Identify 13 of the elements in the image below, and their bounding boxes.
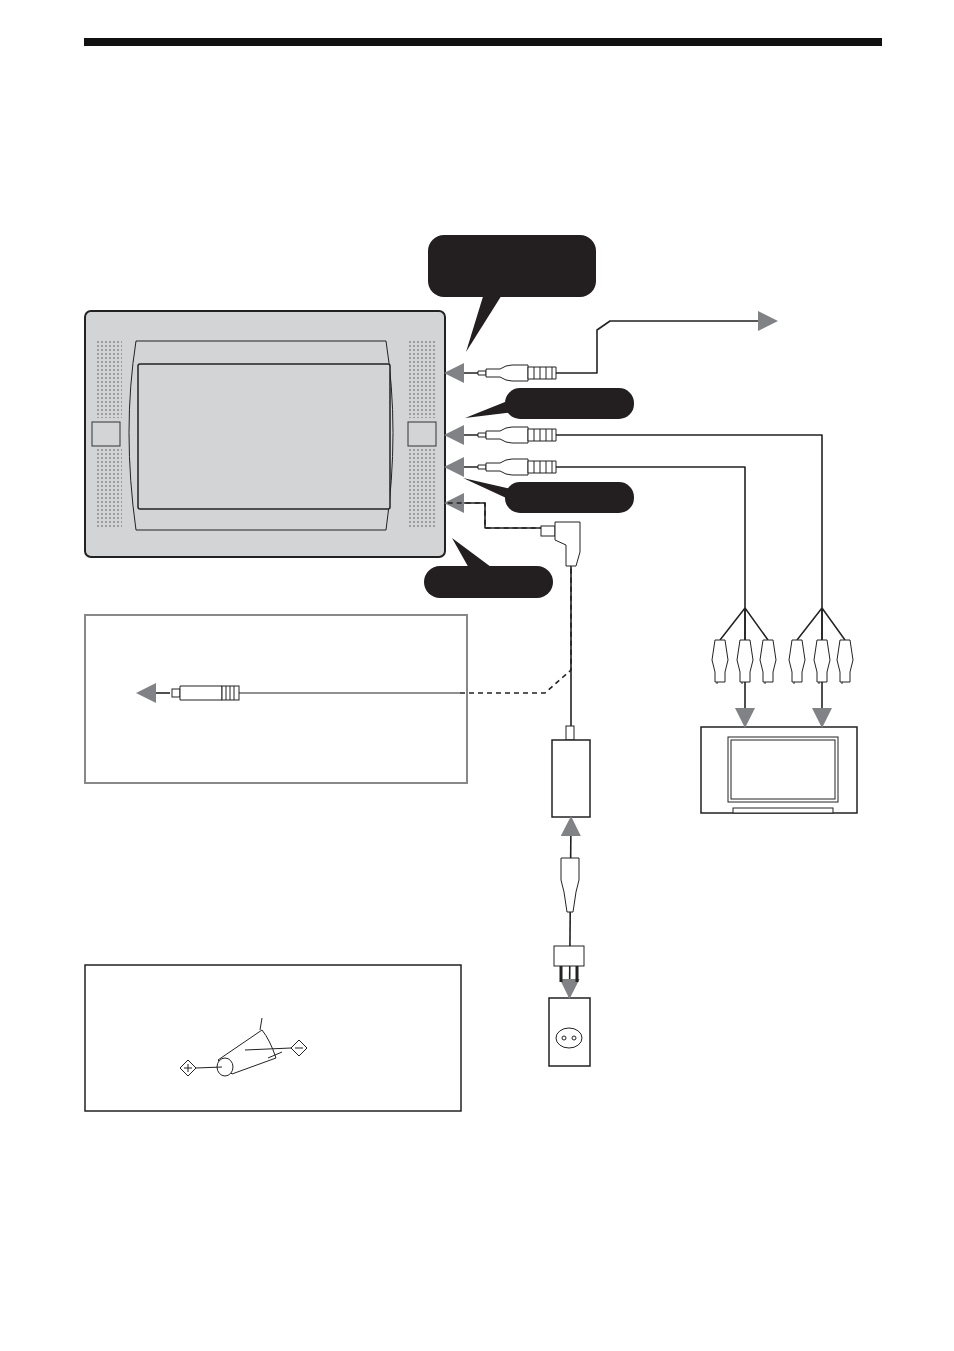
callout-bubble [428,235,596,353]
wall-outlet [548,997,591,1067]
ac-adapter-box [551,726,591,818]
portable-player-drawing [84,310,446,558]
car-adapter-drawing [170,683,460,703]
inset-frame [84,614,468,784]
inset-frame [84,964,462,1112]
cable [136,683,171,703]
callout-bubble [464,388,634,420]
battery-drawing [178,1018,310,1076]
callout-bubble [424,538,553,599]
television-drawing [700,726,858,816]
callout-bubble [462,477,634,514]
